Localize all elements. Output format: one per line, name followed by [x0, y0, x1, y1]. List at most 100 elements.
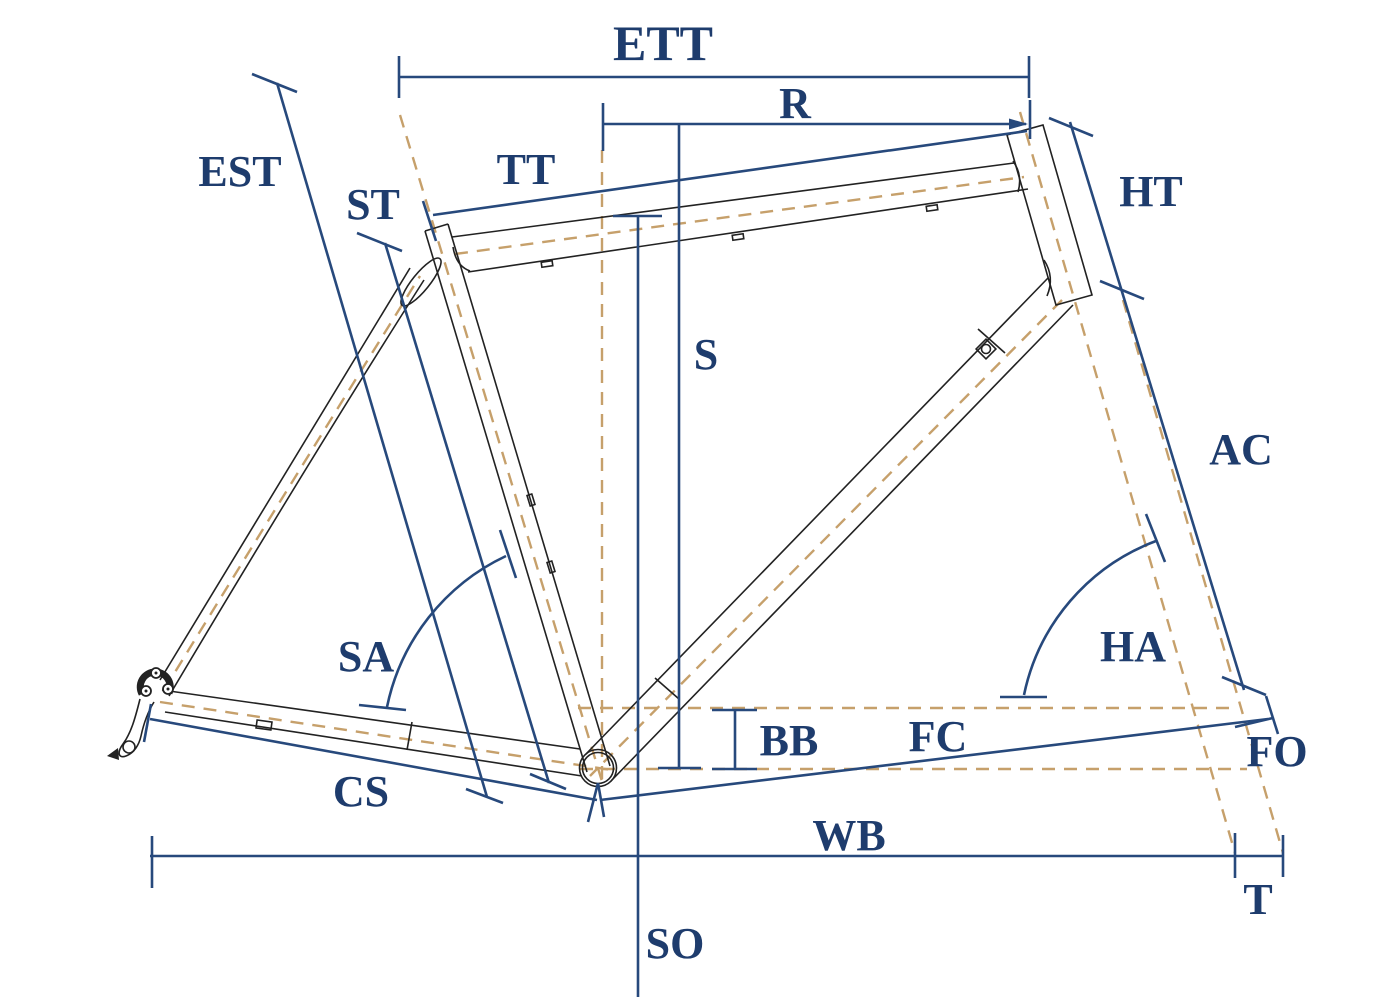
head-badge	[974, 337, 998, 361]
label-so: SO	[646, 919, 705, 968]
sa-tick-bottom	[358, 703, 407, 712]
cs-tick-bb-a	[586, 782, 600, 823]
dropout-bolt-center	[154, 671, 158, 675]
seat-tube-left-edge	[424, 230, 588, 773]
dimension-ht-ac	[1048, 116, 1267, 697]
ha-arc	[1022, 539, 1157, 696]
seat-tube-top-face	[424, 223, 449, 232]
ht-ac-line	[1068, 121, 1246, 691]
label-trail: T	[1243, 875, 1272, 924]
chainstay	[161, 689, 583, 777]
seat-stay-end-cap	[400, 257, 442, 307]
chainstay-bottom-edge	[164, 711, 583, 777]
dimension-stack	[658, 124, 701, 770]
cs-line	[149, 717, 598, 802]
label-st: ST	[346, 180, 400, 229]
seat-tube	[424, 223, 611, 773]
bottle-boss	[546, 560, 556, 574]
top-tube-centerline	[454, 175, 1025, 256]
down-tube-joint-line	[977, 328, 1006, 354]
cable-guide	[255, 719, 273, 731]
dropout-bolt-center	[166, 687, 170, 691]
est-line	[275, 82, 489, 798]
down-tube-lower-edge	[610, 304, 1074, 782]
dropout-tab	[107, 748, 119, 760]
sa-tick-top	[498, 529, 518, 579]
label-cs: CS	[333, 767, 389, 816]
tt-tick-left	[421, 200, 438, 242]
dimension-so	[613, 214, 662, 997]
dimension-bb-drop	[712, 708, 757, 771]
label-fo: FO	[1246, 727, 1307, 776]
label-fc: FC	[909, 712, 968, 761]
label-ht: HT	[1119, 167, 1183, 216]
rear-dropout	[107, 667, 174, 760]
reach-arrowhead	[1009, 118, 1028, 130]
tt-line	[432, 129, 1028, 217]
label-bb: BB	[760, 716, 819, 765]
dimensions	[142, 56, 1285, 997]
label-tt: TT	[497, 145, 556, 194]
ht-tick-top	[1048, 116, 1094, 138]
seat-cluster-fillet	[452, 246, 471, 272]
label-sa: SA	[338, 632, 394, 681]
chainstay-centerline	[159, 700, 613, 772]
down-tube	[585, 277, 1074, 782]
label-stack: S	[694, 330, 718, 379]
head-tube-top-fillet	[1012, 160, 1021, 193]
head-badge-diamond	[974, 337, 998, 361]
frame-outline	[107, 124, 1093, 788]
st-line	[383, 242, 551, 784]
labels: ETT R EST ST TT HT S AC SA HA BB FC FO C…	[198, 15, 1307, 968]
down-tube-upper-edge	[585, 277, 1049, 755]
dimension-ha	[1000, 513, 1167, 699]
fc-line	[599, 717, 1269, 802]
seat-stay	[159, 257, 442, 697]
label-ac: AC	[1209, 425, 1273, 474]
label-reach: R	[779, 79, 812, 128]
top-tube-upper-edge	[451, 162, 1015, 238]
down-tube-centerline	[589, 299, 1063, 777]
est-tick-top	[251, 72, 298, 94]
head-badge-circle	[980, 343, 992, 355]
sa-arc	[385, 554, 507, 708]
label-est: EST	[198, 147, 281, 196]
cs-tick-left	[142, 703, 153, 743]
fo-tick	[1264, 695, 1280, 735]
dimension-tt	[421, 129, 1028, 242]
dimension-est	[251, 72, 504, 805]
seat-stay-centerline	[162, 275, 422, 691]
label-wb: WB	[812, 811, 885, 860]
down-tube-bb-joint-line	[654, 677, 680, 700]
head-tube-bottom-fillet	[1043, 259, 1052, 297]
dimension-sa	[358, 529, 518, 712]
fork-offset-centerline	[1121, 299, 1285, 854]
label-ett: ETT	[613, 15, 713, 71]
seat-stay-lower-edge	[168, 279, 425, 697]
ht-tick-bottom	[1099, 279, 1145, 301]
dimension-wb	[150, 833, 1285, 888]
seat-stay-upper-edge	[159, 267, 411, 681]
dimension-reach	[601, 100, 1032, 151]
cable-stop	[925, 203, 939, 213]
seat-tube-centerline	[398, 114, 606, 789]
cable-stop	[731, 232, 745, 242]
label-ha: HA	[1100, 622, 1166, 671]
chainstay-joint-line	[406, 721, 413, 751]
chainstay-top-edge	[161, 689, 581, 750]
dropout-bolt-center	[144, 689, 148, 693]
cable-stop	[540, 259, 554, 269]
ac-tick-axle	[1221, 675, 1267, 697]
bottle-boss	[526, 493, 536, 507]
est-tick-bottom	[465, 787, 504, 805]
top-tube	[451, 162, 1029, 273]
derailleur-hanger	[118, 698, 155, 758]
ha-tick-top	[1144, 513, 1167, 563]
dimension-st	[356, 231, 567, 791]
dimension-ett	[397, 56, 1031, 98]
centerlines	[159, 111, 1285, 854]
hanger-hole	[122, 740, 136, 754]
st-tick-bottom	[529, 772, 567, 791]
